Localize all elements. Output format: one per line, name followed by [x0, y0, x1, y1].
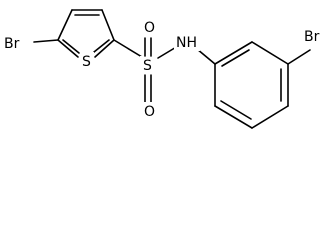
bond-c5-c4: [251, 105, 289, 129]
bond-n-c1: [196, 48, 216, 65]
bond-c2-sulfonyl: [113, 39, 143, 58]
bond-c5-c4: [57, 9, 73, 41]
bond-c3-br: [287, 49, 311, 65]
bond-c3-c2: [251, 41, 289, 65]
bond-c5-s: [57, 39, 79, 58]
bond-c2-s: [94, 39, 115, 58]
bond-c6-c5: [214, 105, 253, 129]
bond-lines: [33, 9, 311, 129]
bond-c2-c1: [214, 41, 253, 65]
atom-labels: Br S S O O NH Br: [2, 18, 333, 120]
amine-label: NH: [176, 35, 197, 51]
chemical-structure: Br S S O O NH Br: [2, 9, 333, 129]
bond-c2-c1-double: [221, 49, 250, 67]
bond-c5-s-inner: [62, 39, 80, 54]
oxygen-bottom-label: O: [144, 104, 155, 120]
sulfonyl-top-double-bond: [144, 37, 152, 57]
bond-c2-s-inner: [93, 39, 110, 53]
bromine-left-label: Br: [4, 36, 20, 52]
bond-c3-c2: [101, 9, 115, 41]
sulfonyl-sulfur-label: S: [143, 58, 152, 74]
thiophene-sulfur-label: S: [82, 54, 91, 70]
bond-c6-c5-double: [220, 100, 252, 120]
oxygen-top-label: O: [144, 20, 155, 36]
bromine-right-label: Br: [304, 29, 320, 45]
bond-br-c5: [33, 39, 59, 43]
